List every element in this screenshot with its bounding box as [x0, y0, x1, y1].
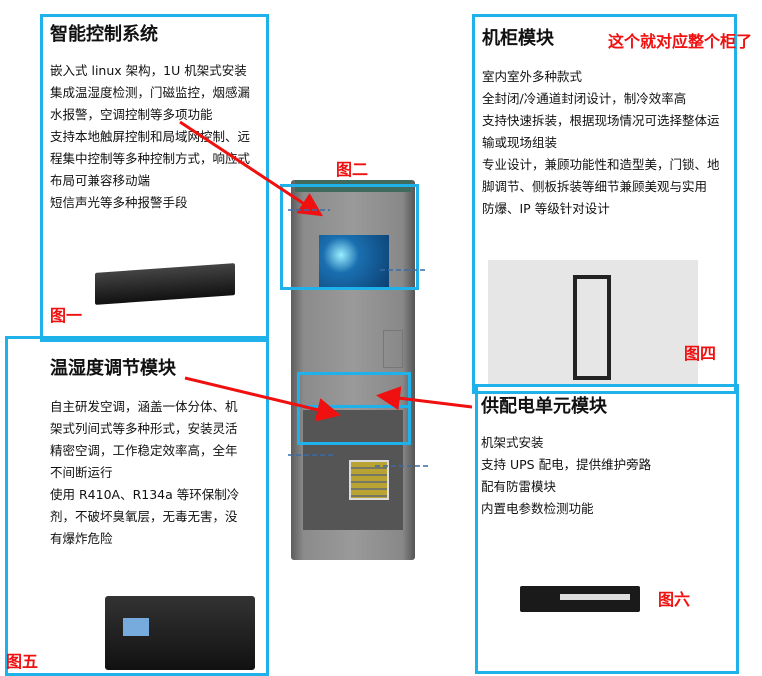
highlight-control — [280, 184, 419, 290]
para: 防爆、IP 等级针对设计 — [482, 201, 610, 216]
para: 全封闭/冷通道封闭设计，制冷效率高 — [482, 91, 687, 106]
para: 集成温湿度检测，门磁监控，烟感漏水报警，空调控制等多项功能 — [50, 85, 251, 122]
smart-control-text: 嵌入式 linux 架构，1U 机架式安装 集成温湿度检测，门磁监控，烟感漏水报… — [50, 60, 262, 214]
climate-title: 温湿度调节模块 — [50, 358, 176, 379]
rack-frame-image — [488, 260, 698, 385]
figure-1-label: 图一 — [50, 306, 83, 325]
climate-text: 自主研发空调，涵盖一体分体、机架式列间式等多种形式，安装灵活 精密空调，工作稳定… — [50, 396, 242, 550]
smart-control-title: 智能控制系统 — [50, 24, 158, 45]
para: 短信声光等多种报警手段 — [50, 195, 188, 210]
highlight-climate — [297, 405, 411, 445]
para: 专业设计，兼顾功能性和造型美，门锁、地脚调节、侧板拆装等细节兼顾美观与实用 — [482, 157, 720, 194]
power-text: 机架式安装 支持 UPS 配电，提供维护旁路 配有防雷模块 内置电参数检测功能 — [481, 432, 721, 520]
cabinet-text: 室内室外多种款式 全封闭/冷通道封闭设计，制冷效率高 支持快速拆装，根据现场情况… — [482, 66, 722, 220]
arrow-climate — [184, 376, 341, 422]
para: 支持 UPS 配电，提供维护旁路 — [481, 457, 652, 472]
figure-6-label: 图六 — [658, 590, 691, 609]
para: 嵌入式 linux 架构，1U 机架式安装 — [50, 63, 247, 78]
figure-4-label: 图四 — [684, 344, 717, 363]
arrow-power — [376, 386, 473, 411]
para: 使用 R410A、R134a 等环保制冷剂，不破坏臭氧层，无毒无害，没有爆炸危险 — [50, 487, 240, 546]
cabinet-image — [291, 180, 415, 560]
para: 配有防雷模块 — [481, 479, 557, 494]
cabinet-title: 机柜模块 — [482, 28, 554, 49]
para: 室内室外多种款式 — [482, 69, 583, 84]
figure-2-label: 图二 — [336, 160, 369, 179]
para: 精密空调，工作稳定效率高，全年不间断运行 — [50, 443, 238, 480]
pdu-image — [520, 586, 640, 612]
cabinet-note: 这个就对应整个柜了 — [608, 32, 753, 51]
figure-5-label: 图五 — [6, 652, 39, 671]
power-title: 供配电单元模块 — [481, 396, 607, 417]
para: 支持本地触屏控制和局域网控制、远程集中控制等多种控制方式，响应式布局可兼容移动端 — [50, 129, 251, 188]
para: 支持快速拆装，根据现场情况可选择整体运输或现场组装 — [482, 113, 720, 150]
air-conditioner-image — [105, 596, 255, 670]
cabinet-textbox — [472, 14, 737, 394]
arrow-control — [179, 120, 324, 217]
para: 机架式安装 — [481, 435, 544, 450]
para: 内置电参数检测功能 — [481, 501, 594, 516]
para: 自主研发空调，涵盖一体分体、机架式列间式等多种形式，安装灵活 — [50, 399, 238, 436]
